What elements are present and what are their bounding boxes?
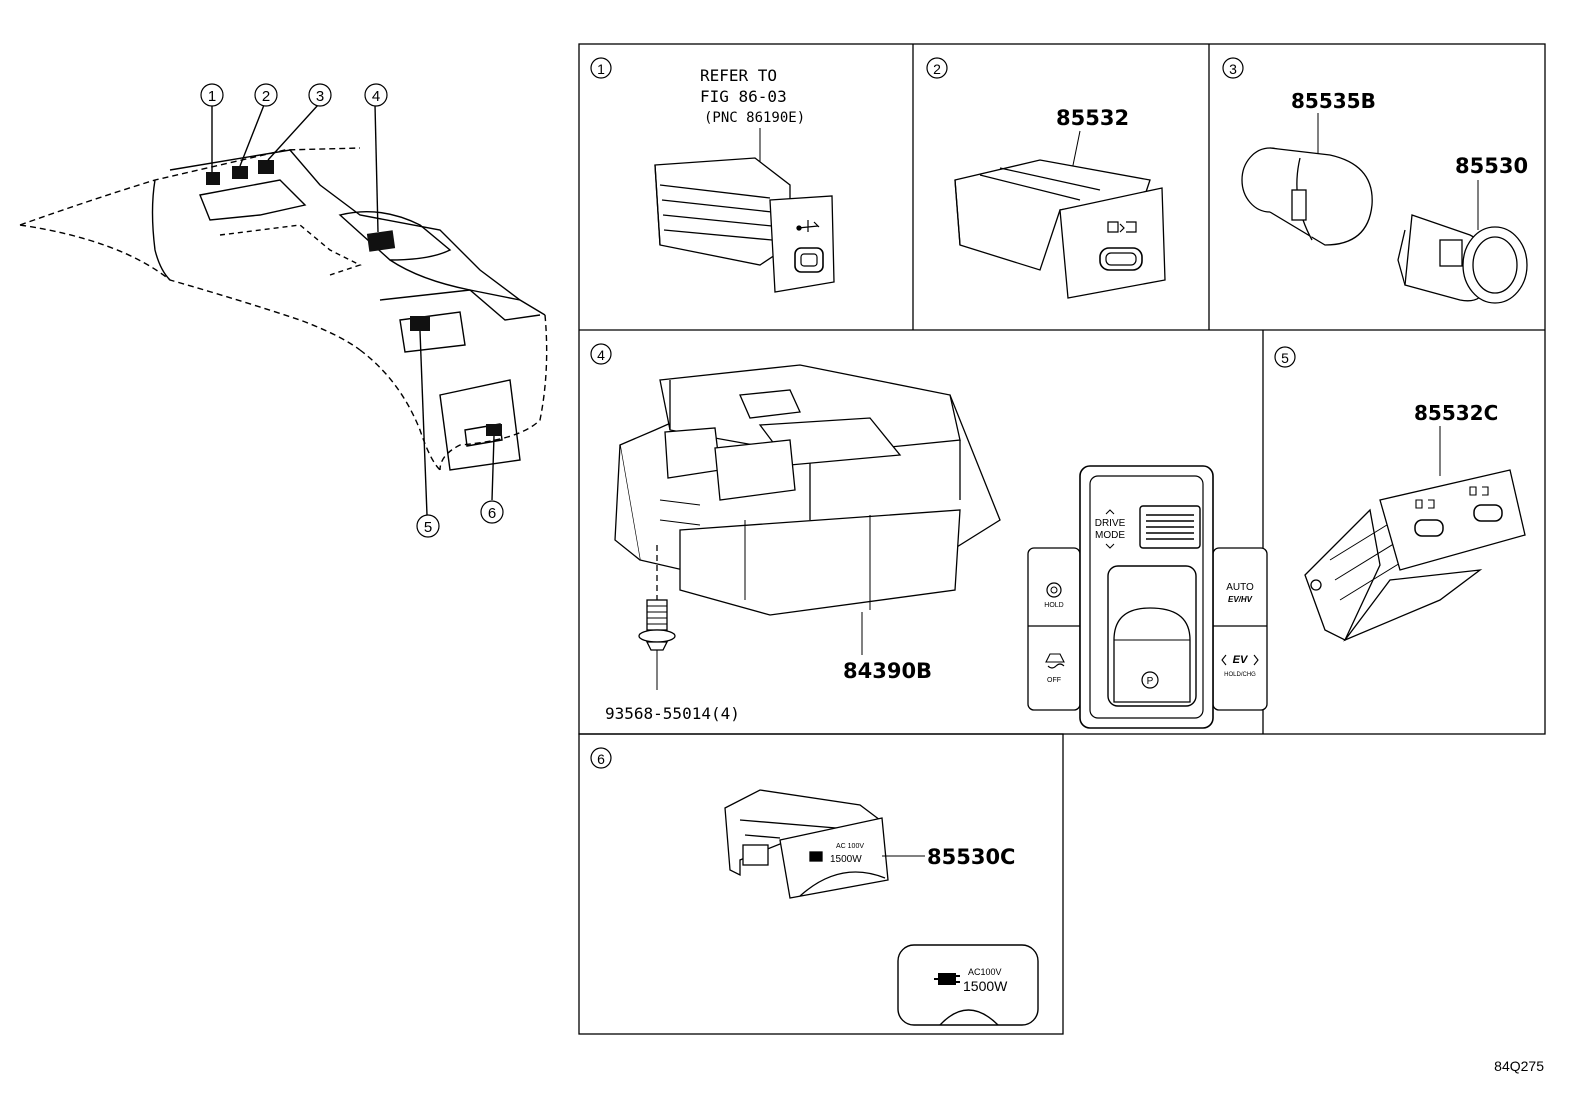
panel-4: 4 84390B 93568-55014(4) xyxy=(590,343,1268,729)
off-label: OFF xyxy=(1047,677,1061,684)
svg-text:5: 5 xyxy=(424,519,432,536)
callout-1: 1 xyxy=(200,83,224,107)
panel-3-number: 3 xyxy=(1229,61,1237,77)
traction-off-icon xyxy=(1045,653,1065,669)
callout-5: 5 xyxy=(416,514,440,538)
drive-mode-label-2: MODE xyxy=(1095,530,1125,541)
svg-text:3: 3 xyxy=(316,88,324,105)
console-overview xyxy=(19,104,548,516)
part-84390b: 84390B xyxy=(843,659,932,683)
svg-text:2: 2 xyxy=(262,88,270,105)
outlet-small-rating-1: AC 100V xyxy=(836,843,864,850)
refer-note-line3: (PNC 86190E) xyxy=(704,110,805,126)
part-85530c: 85530C xyxy=(927,845,1015,869)
panel-1-number: 1 xyxy=(597,61,605,77)
usb-charge-port-drawing xyxy=(954,159,1166,299)
screw-drawing xyxy=(638,545,676,690)
callout-4: 4 xyxy=(364,83,388,107)
panel-3: 3 85535B 85530 xyxy=(1222,57,1528,304)
drive-mode-label-1: DRIVE xyxy=(1095,518,1126,529)
refer-note-line2: FIG 86-03 xyxy=(700,87,787,106)
shift-switch-assembly-drawing xyxy=(614,364,1001,616)
dual-usb-port-drawing xyxy=(1304,469,1526,642)
part-screw: 93568-55014(4) xyxy=(605,704,740,723)
hold-chg-label: HOLD/CHG xyxy=(1224,672,1256,678)
part-85532c: 85532C xyxy=(1414,401,1498,425)
hold-label: HOLD xyxy=(1044,602,1063,609)
svg-text:4: 4 xyxy=(372,88,380,105)
outlet-big-rating-2: 1500W xyxy=(963,978,1008,994)
part-85535b: 85535B xyxy=(1291,89,1376,113)
hold-icon xyxy=(1046,582,1062,598)
callout-3: 3 xyxy=(308,83,332,107)
ev-label: EV xyxy=(1233,654,1249,666)
svg-text:1: 1 xyxy=(208,88,216,105)
part-85530: 85530 xyxy=(1455,154,1528,178)
power-outlet-cap-drawing xyxy=(1241,147,1373,246)
panel-5-number: 5 xyxy=(1281,350,1289,366)
ac-outlet-drawing xyxy=(724,789,889,899)
panel-frames xyxy=(578,43,1546,1035)
svg-text:6: 6 xyxy=(488,505,496,522)
outlet-big-rating-1: AC100V xyxy=(968,967,1002,977)
panel-1: 1 REFER TO FIG 86-03 (PNC 86190E) xyxy=(590,57,835,293)
panel-6-number: 6 xyxy=(597,751,605,767)
outlet-small-rating-2: 1500W xyxy=(830,854,862,865)
outlet-face-detail xyxy=(897,944,1039,1026)
panel-4-number: 4 xyxy=(597,347,605,363)
part-85532: 85532 xyxy=(1056,106,1129,130)
usb-port-drawing xyxy=(654,128,835,293)
callout-2: 2 xyxy=(254,83,278,107)
switch-face-detail: P DRIVE MODE HOLD OFF AUTO EV/HV EV HOLD… xyxy=(1027,465,1268,729)
drawing-id: 84Q275 xyxy=(1494,1058,1544,1074)
panel-5: 5 85532C xyxy=(1274,346,1526,642)
callout-6: 6 xyxy=(480,500,504,524)
park-label: P xyxy=(1147,676,1154,687)
panel-6: 6 AC 100V 1500W 85530C AC100V 1500W xyxy=(590,747,1039,1026)
ev-hv-label: EV/HV xyxy=(1228,595,1253,604)
panel-2: 2 85532 xyxy=(926,57,1166,299)
refer-note-line1: REFER TO xyxy=(700,66,777,85)
auto-label: AUTO xyxy=(1226,582,1254,593)
panel-2-number: 2 xyxy=(933,61,941,77)
power-outlet-socket-drawing xyxy=(1397,214,1528,304)
